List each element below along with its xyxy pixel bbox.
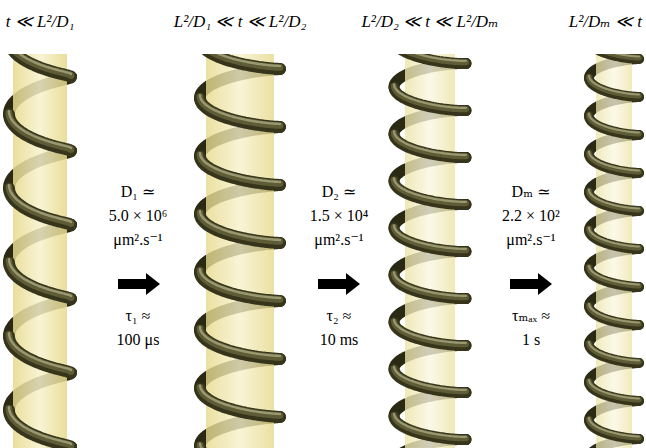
helix-highlight [589,304,639,323]
regime-label: L²/Dₘ ≪ t [569,12,642,32]
helix-shade [200,387,280,415]
cylinder [13,54,67,448]
helix-highlight [589,190,639,209]
helix-front [200,447,280,448]
helix-highlight [9,407,71,444]
regime-label: t ≪ L²/D₁ [6,12,75,32]
helix-shade [589,77,639,96]
helix-highlight [200,54,280,66]
value-label: τ₁ ≈ [126,306,151,326]
helix-highlight [394,414,466,437]
helix-highlight [589,266,639,285]
helix-highlight [589,380,639,399]
value-label: τ₂ ≈ [327,306,352,326]
helix-shade [200,213,280,242]
helix-highlight [9,259,71,296]
value-label: 100 μs [117,330,160,350]
regime-label: L²/D₂ ≪ t ≪ L²/Dₘ [361,12,498,32]
helix-shade [200,329,280,358]
helix-panel [394,54,466,448]
helix-highlight [394,84,466,107]
helix-highlight [589,54,639,57]
helix-shade [394,415,466,438]
helix-shade [394,86,466,109]
value-label: D₂ ≃ [322,182,357,202]
regime-label: L²/D₁ ≪ t ≪ L²/D₂ [174,12,307,32]
arrow [510,273,552,295]
value-label: μm².s⁻¹ [314,230,363,250]
helix-highlight [589,418,639,437]
helix-highlight [200,327,280,356]
helix-highlight [589,342,639,361]
helix-highlight [200,95,280,124]
value-label: D₁ ≃ [121,182,156,202]
helix-highlight [200,269,280,298]
arrow [118,273,160,295]
helix-highlight [394,272,466,296]
helix-highlight [394,131,466,154]
helix-shade [200,271,280,300]
helix-highlight [9,333,71,370]
helix-highlight [394,225,466,249]
helix-highlight [200,444,280,448]
helix-highlight [200,153,280,182]
value-label: 2.2 × 10² [502,206,560,226]
value-label: Dₘ ≃ [512,182,551,202]
helix-shade [200,155,280,184]
helix-panel [9,54,71,448]
value-label: 10 ms [320,330,359,350]
helix-shade [394,227,466,251]
helix-shade [200,97,280,126]
value-label: μm².s⁻¹ [113,230,162,250]
helix-highlight [9,111,71,148]
helix-highlight [394,320,466,343]
helix-highlight [9,54,71,74]
helix-shade [394,368,466,391]
helix-highlight [9,185,71,222]
value-label: 1 s [522,330,540,350]
helix-shade [394,274,466,298]
value-label: 1.5 × 10⁴ [310,206,369,226]
helix-shade [394,321,466,344]
helix-highlight [589,76,639,95]
helix-panel [200,54,280,448]
helix-shade [394,180,466,204]
value-label: τₘₐₓ ≈ [512,306,550,326]
arrow [318,273,360,295]
helix-shade [200,445,280,448]
helix-highlight [200,386,280,414]
helix-highlight [200,211,280,240]
helix-shade [394,133,466,156]
value-label: 5.0 × 10⁶ [109,206,168,226]
helix-highlight [589,228,639,247]
helix-highlight [394,367,466,390]
helix-highlight [589,114,639,133]
helix-highlight [394,54,466,61]
helix-panel [589,54,639,448]
value-label: μm².s⁻¹ [506,230,555,250]
helix-highlight [394,178,466,202]
helix-highlight [589,152,639,171]
